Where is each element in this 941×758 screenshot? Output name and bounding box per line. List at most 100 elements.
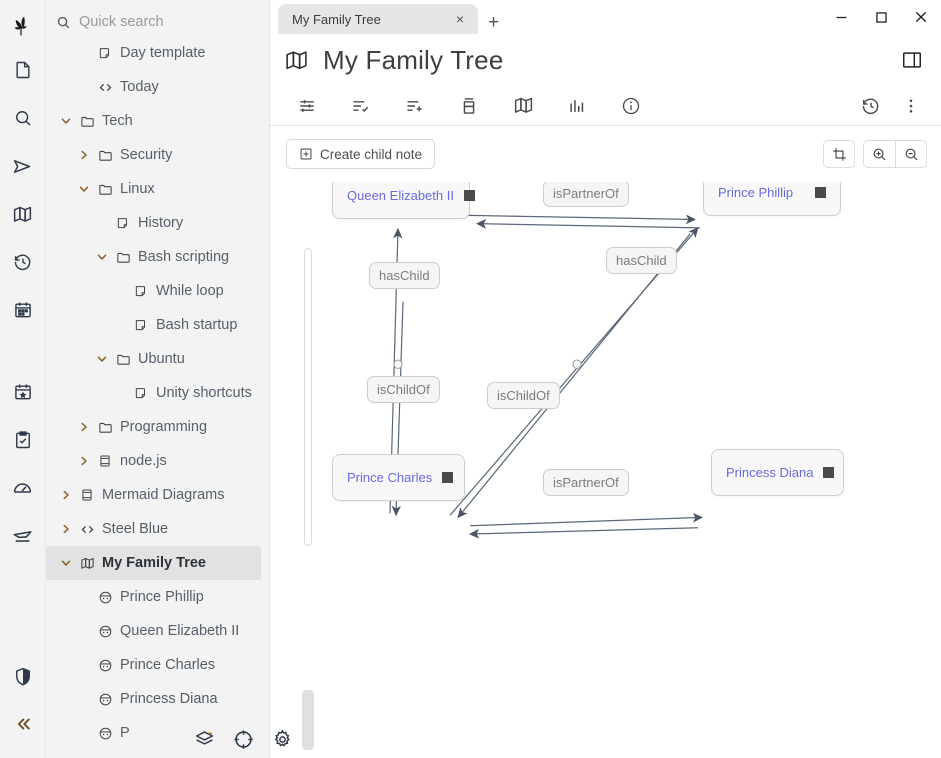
rail-item-map-icon[interactable] xyxy=(0,190,46,238)
relation-node-resize-handle[interactable] xyxy=(823,467,835,478)
tree-item-prince-phillip[interactable]: Prince Phillip xyxy=(46,580,269,614)
relation-node-label[interactable]: Prince Phillip xyxy=(718,185,794,200)
relation-edge-label-ispartnerof[interactable]: isPartnerOf xyxy=(543,182,629,207)
chevron-right-icon[interactable] xyxy=(74,421,94,433)
tree-item-node-js[interactable]: node.js xyxy=(46,444,269,478)
create-child-note-button[interactable]: Create child note xyxy=(286,139,436,169)
tree-item-day-template[interactable]: Day template xyxy=(46,36,269,70)
info-icon[interactable] xyxy=(604,88,658,124)
rail-item-gauge-icon[interactable] xyxy=(0,464,46,512)
tree-item-label: Princess Diana xyxy=(120,691,218,707)
chevron-right-icon[interactable] xyxy=(74,149,94,161)
relation-node-label[interactable]: Queen Elizabeth II xyxy=(347,188,454,203)
zoom-in-button[interactable] xyxy=(863,140,895,168)
list-check-icon[interactable] xyxy=(334,88,388,124)
list-plus-icon[interactable] xyxy=(388,88,442,124)
chart-icon[interactable] xyxy=(550,88,604,124)
tree-item-unity-shortcuts[interactable]: Unity shortcuts xyxy=(46,376,269,410)
rail-item-search-icon[interactable] xyxy=(0,94,46,142)
chevron-right-icon[interactable] xyxy=(56,523,76,535)
tree-item-bash-scripting[interactable]: Bash scripting xyxy=(46,240,269,274)
tree-item-bash-startup[interactable]: Bash startup xyxy=(46,308,269,342)
rail-item-recent-changes-icon[interactable] xyxy=(0,238,46,286)
folder-icon xyxy=(112,250,134,265)
note-options-icon[interactable] xyxy=(280,88,334,124)
relation-node-qe2[interactable]: Queen Elizabeth II xyxy=(332,182,475,219)
tree-item-ubuntu[interactable]: Ubuntu xyxy=(46,342,269,376)
tree-item-history[interactable]: History xyxy=(46,206,269,240)
chevron-down-icon[interactable] xyxy=(74,183,94,195)
relation-edge-label-haschild[interactable]: hasChild xyxy=(606,247,677,274)
tree-item-label: Mermaid Diagrams xyxy=(102,487,225,503)
relation-edge-label-ischildof[interactable]: isChildOf xyxy=(487,382,560,409)
tree-item-label: While loop xyxy=(156,283,224,299)
chevron-down-icon[interactable] xyxy=(56,115,76,127)
tab-bar: My Family Tree × + xyxy=(270,0,941,34)
relation-node-resize-handle[interactable] xyxy=(442,472,454,483)
tree-item-my-family-tree[interactable]: My Family Tree xyxy=(46,546,261,580)
history-icon[interactable] xyxy=(851,88,891,124)
tree-item-queen-elizabeth-ii[interactable]: Queen Elizabeth II xyxy=(46,614,269,648)
rail-item-send-icon[interactable] xyxy=(0,142,46,190)
tab-close-icon[interactable]: × xyxy=(455,11,464,27)
tree-item-prince-charles[interactable]: Prince Charles xyxy=(46,648,269,682)
rail-item-plane-icon[interactable] xyxy=(0,512,46,560)
tree-item-label: Bash startup xyxy=(156,317,238,333)
tab-my-family-tree[interactable]: My Family Tree × xyxy=(278,4,478,34)
settings-gear-icon[interactable] xyxy=(272,729,293,750)
chevron-down-icon[interactable] xyxy=(92,251,112,263)
tree-scrollbar-thumb[interactable] xyxy=(304,248,312,546)
window-minimize-button[interactable] xyxy=(821,0,861,34)
reset-zoom-button[interactable] xyxy=(823,140,855,168)
tree-item-while-loop[interactable]: While loop xyxy=(46,274,269,308)
quick-search-input[interactable] xyxy=(79,14,249,30)
tree-item-programming[interactable]: Programming xyxy=(46,410,269,444)
rail-item-calendar-icon[interactable] xyxy=(0,286,46,334)
layers-icon[interactable] xyxy=(194,729,215,750)
relation-edge-label-haschild[interactable]: hasChild xyxy=(369,262,440,289)
rail-item-tasks-icon[interactable] xyxy=(0,416,46,464)
chevron-right-icon[interactable] xyxy=(74,455,94,467)
relation-node-resize-handle[interactable] xyxy=(815,187,826,198)
relation-node-label[interactable]: Princess Diana xyxy=(726,465,814,480)
tree-item-linux[interactable]: Linux xyxy=(46,172,269,206)
rail-item-shield-icon[interactable] xyxy=(0,652,46,700)
window-maximize-button[interactable] xyxy=(861,0,901,34)
zoom-out-button[interactable] xyxy=(895,140,927,168)
relation-icon xyxy=(94,692,116,707)
relation-node-resize-handle[interactable] xyxy=(463,190,475,201)
relation-node-diana[interactable]: Princess Diana xyxy=(711,449,844,496)
rail-item-calendar-star-icon[interactable] xyxy=(0,368,46,416)
new-tab-button[interactable]: + xyxy=(488,12,500,33)
map-icon[interactable] xyxy=(496,88,550,124)
search-icon xyxy=(56,15,71,30)
relation-edge-label-ispartnerof[interactable]: isPartnerOf xyxy=(543,469,629,496)
window-close-button[interactable] xyxy=(901,0,941,34)
tree-item-p[interactable]: P xyxy=(46,716,269,750)
relation-node-phillip[interactable]: Prince Phillip xyxy=(703,182,841,216)
tree-item-today[interactable]: Today xyxy=(46,70,269,104)
tree-item-tech[interactable]: Tech xyxy=(46,104,269,138)
archive-icon[interactable] xyxy=(442,88,496,124)
rail-item-note-icon[interactable] xyxy=(0,46,46,94)
fit-to-view-icon[interactable] xyxy=(233,729,254,750)
right-panel-icon[interactable] xyxy=(901,49,927,71)
tree-item-steel-blue[interactable]: Steel Blue xyxy=(46,512,269,546)
kebab-menu-icon[interactable] xyxy=(891,88,931,124)
tree-item-mermaid-diagrams[interactable]: Mermaid Diagrams xyxy=(46,478,269,512)
relation-node-label[interactable]: Prince Charles xyxy=(347,470,433,485)
tree-item-princess-diana[interactable]: Princess Diana xyxy=(46,682,269,716)
book-icon xyxy=(94,454,116,468)
relation-edge-label-ischildof[interactable]: isChildOf xyxy=(367,376,440,403)
rail-collapse-left-icon[interactable] xyxy=(0,700,46,748)
chevron-down-icon[interactable] xyxy=(92,353,112,365)
tree-item-label: Security xyxy=(120,147,173,163)
chevron-right-icon[interactable] xyxy=(56,489,76,501)
relation-node-charles[interactable]: Prince Charles xyxy=(332,454,465,501)
tree-item-security[interactable]: Security xyxy=(46,138,269,172)
chevron-down-icon[interactable] xyxy=(56,557,76,569)
tree-scrollbar-track-end[interactable] xyxy=(302,690,314,750)
